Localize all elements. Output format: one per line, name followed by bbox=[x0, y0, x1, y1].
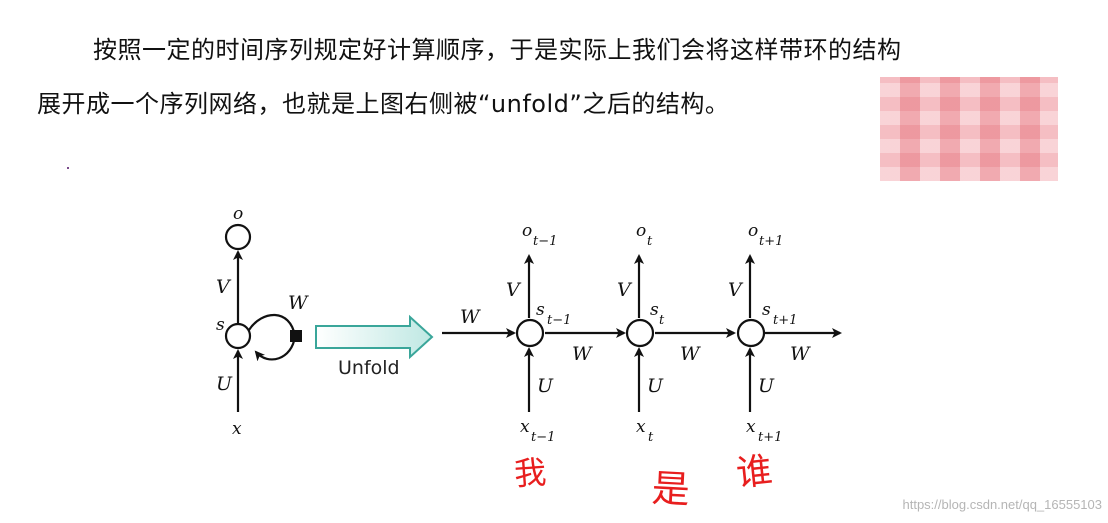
input-base-0: x bbox=[520, 417, 530, 437]
stray-dot bbox=[67, 167, 69, 169]
w-label-3: W bbox=[790, 343, 811, 365]
unfolded-rnn: W W W W o t−1 V s t−1 U x t−1 o t V s t bbox=[442, 221, 842, 445]
u-label-0: U bbox=[537, 375, 554, 397]
output-sub-2: t+1 bbox=[759, 234, 783, 249]
unfold-arrow: Unfold bbox=[315, 314, 434, 379]
folded-delay-square bbox=[290, 330, 302, 342]
unfold-label: Unfold bbox=[338, 357, 400, 379]
v-label-2: V bbox=[728, 279, 744, 301]
timestep-t-minus-1: o t−1 V s t−1 U x t−1 bbox=[506, 221, 571, 445]
timestep-t: o t V s t U x t bbox=[617, 221, 665, 445]
folded-u-label: U bbox=[216, 373, 233, 395]
unfold-arrow-shape bbox=[315, 314, 434, 360]
w-label-1: W bbox=[572, 343, 593, 365]
v-label-0: V bbox=[506, 279, 522, 301]
input-sub-2: t+1 bbox=[758, 430, 782, 445]
w-label-0: W bbox=[460, 306, 481, 328]
state-sub-0: t−1 bbox=[547, 313, 571, 328]
timestep-t-plus-1: o t+1 V s t+1 U x t+1 bbox=[728, 221, 797, 445]
output-sub-1: t bbox=[647, 234, 653, 249]
handwritten-annotations: 我 是 谁 bbox=[513, 450, 774, 512]
state-node-1 bbox=[625, 318, 655, 348]
folded-state-label: s bbox=[216, 315, 225, 335]
folded-output-label: o bbox=[233, 204, 243, 224]
output-sub-0: t−1 bbox=[533, 234, 557, 249]
blurred-region bbox=[880, 77, 1058, 181]
state-sub-1: t bbox=[659, 313, 665, 328]
state-base-1: s bbox=[650, 300, 659, 320]
paragraph: 按照一定的时间序列规定好计算顺序，于是实际上我们会将这样带环的结构 展开成一个序… bbox=[0, 0, 1108, 140]
input-sub-1: t bbox=[648, 430, 654, 445]
state-node-2 bbox=[736, 318, 766, 348]
u-label-1: U bbox=[647, 375, 664, 397]
watermark: https://blog.csdn.net/qq_16555103 bbox=[902, 497, 1103, 512]
output-base-0: o bbox=[522, 221, 532, 241]
paragraph-line-1: 按照一定的时间序列规定好计算顺序，于是实际上我们会将这样带环的结构 bbox=[93, 36, 902, 64]
output-base-1: o bbox=[636, 221, 646, 241]
folded-w-label: W bbox=[288, 292, 309, 314]
state-base-2: s bbox=[762, 300, 771, 320]
state-sub-2: t+1 bbox=[773, 313, 797, 328]
folded-v-label: V bbox=[216, 276, 232, 298]
v-label-1: V bbox=[617, 279, 633, 301]
output-base-2: o bbox=[748, 221, 758, 241]
folded-state-node bbox=[224, 322, 252, 350]
handwritten-0: 我 bbox=[513, 453, 548, 493]
input-sub-0: t−1 bbox=[531, 430, 555, 445]
u-label-2: U bbox=[758, 375, 775, 397]
folded-rnn: o V s W U x bbox=[216, 204, 309, 439]
folded-input-label: x bbox=[232, 419, 242, 439]
handwritten-1: 是 bbox=[651, 466, 691, 512]
w-label-2: W bbox=[680, 343, 701, 365]
handwritten-2: 谁 bbox=[734, 450, 774, 495]
folded-recurrent-loop bbox=[248, 313, 297, 362]
state-node-0 bbox=[515, 318, 545, 348]
folded-output-node bbox=[224, 223, 252, 251]
input-base-2: x bbox=[746, 417, 756, 437]
state-base-0: s bbox=[536, 300, 545, 320]
input-base-1: x bbox=[636, 417, 646, 437]
paragraph-line-2: 展开成一个序列网络，也就是上图右侧被“unfold”之后的结构。 bbox=[37, 90, 730, 118]
